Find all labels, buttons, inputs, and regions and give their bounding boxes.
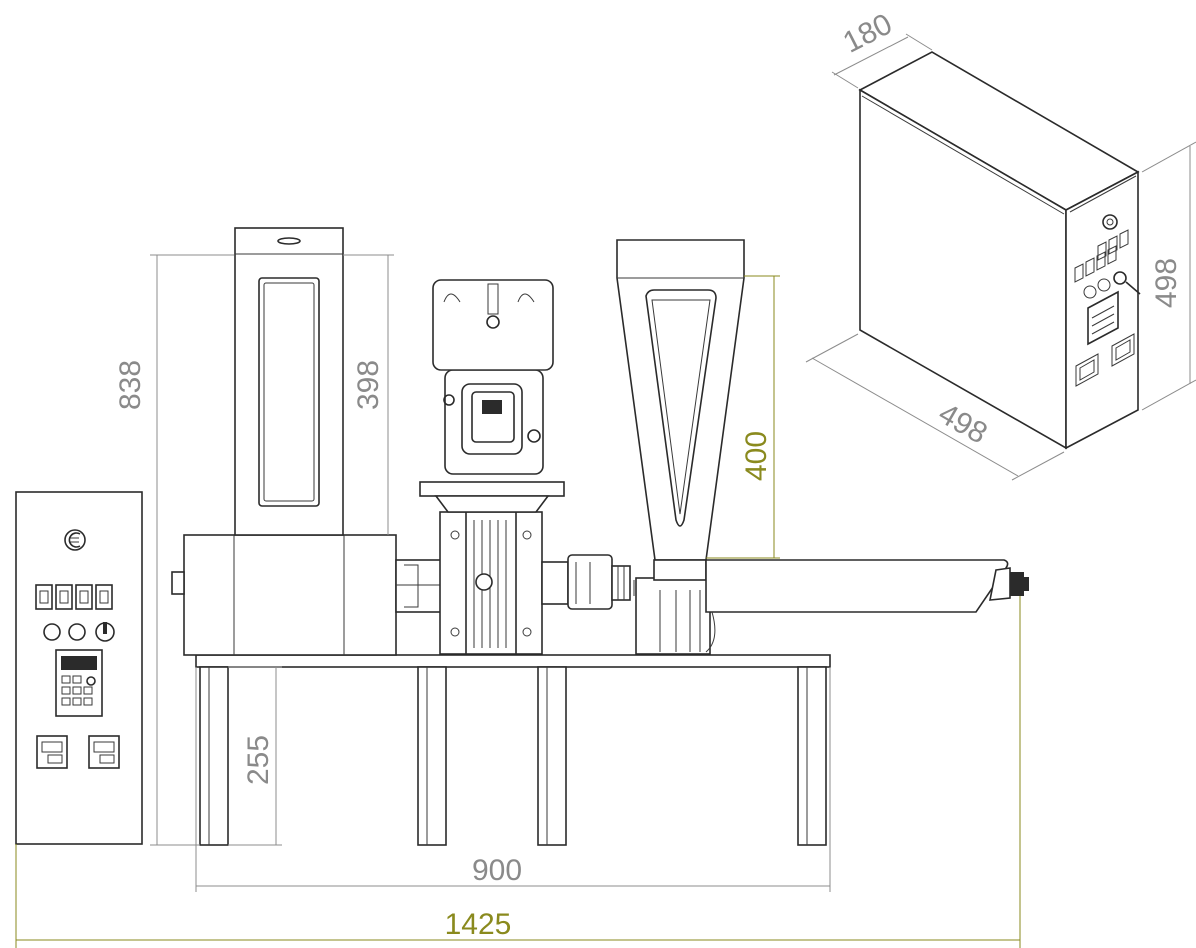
panel-knobs [43,622,115,642]
dim-overall-height: 838 [114,254,234,846]
base-frame [195,654,831,668]
cabinet-width-label: 498 [933,397,993,451]
frame-legs [199,666,827,846]
panel-switches [35,584,113,610]
frame-length-label: 900 [472,854,522,887]
upper-cabinet [234,227,344,536]
dim-hopper-height: 400 [706,275,780,559]
dim-leg-height: 255 [228,666,282,846]
dim-overall-length: 1425 [15,596,1021,948]
leg-height-label: 255 [242,735,275,785]
panel-temperature-controllers [36,735,120,769]
feed-hopper [616,239,745,561]
isometric-control-cabinet: 180 498 498 [805,7,1196,481]
company-logo-icon [64,529,86,551]
extrusion-barrel [633,559,1009,655]
cabinet-depth-label: 180 [838,7,898,59]
coupling-left [395,559,443,613]
drive-housing [171,534,397,656]
extruder-die [989,567,1029,601]
cabinet-height-label: 498 [1150,258,1183,308]
extruder-machine [171,227,1029,846]
dim-upper-height: 398 [343,254,394,535]
cabinet-mini-controls [1074,214,1141,387]
front-control-panel [15,491,143,845]
controller-keypad-icon [55,649,103,717]
hopper-height-label: 400 [740,431,773,481]
dim-cabinet-height: 498 [1141,141,1196,411]
dim-frame-length: 900 [195,667,831,892]
overall-height-label: 838 [114,360,147,410]
upper-height-label: 398 [352,360,385,410]
overall-length-label: 1425 [445,908,512,941]
gearbox-motor [419,279,565,655]
coupling-right [541,554,631,610]
